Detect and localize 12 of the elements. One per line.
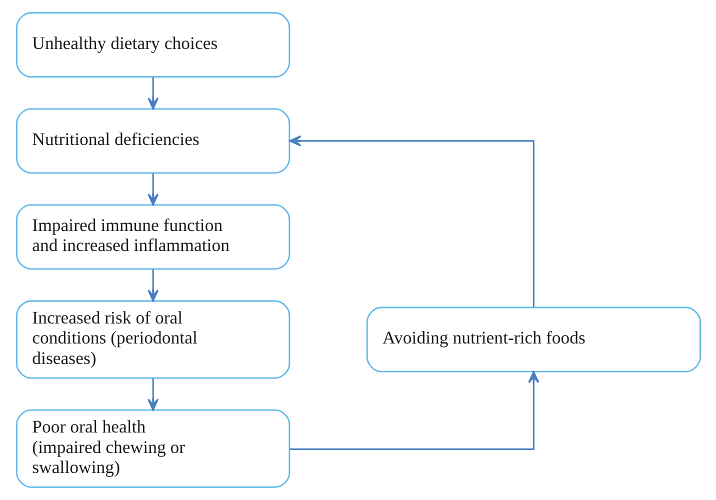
node-box: Nutritional deficiencies	[16, 108, 290, 174]
node-box: Unhealthy dietary choices	[16, 12, 290, 78]
arrow	[147, 173, 158, 206]
arrow	[289, 371, 539, 450]
arrow	[147, 378, 158, 411]
node-box: Increased risk of oral conditions (periodontal diseases)	[16, 300, 290, 379]
node-box: Avoiding nutrient-rich foods	[366, 306, 700, 372]
node-box: Poor oral health (impaired chewing or swallowing)	[16, 409, 290, 488]
node-box: Impaired immune function and increased inflammation	[16, 204, 290, 270]
arrow	[147, 269, 158, 302]
arrow	[288, 135, 534, 308]
arrow	[147, 77, 158, 110]
